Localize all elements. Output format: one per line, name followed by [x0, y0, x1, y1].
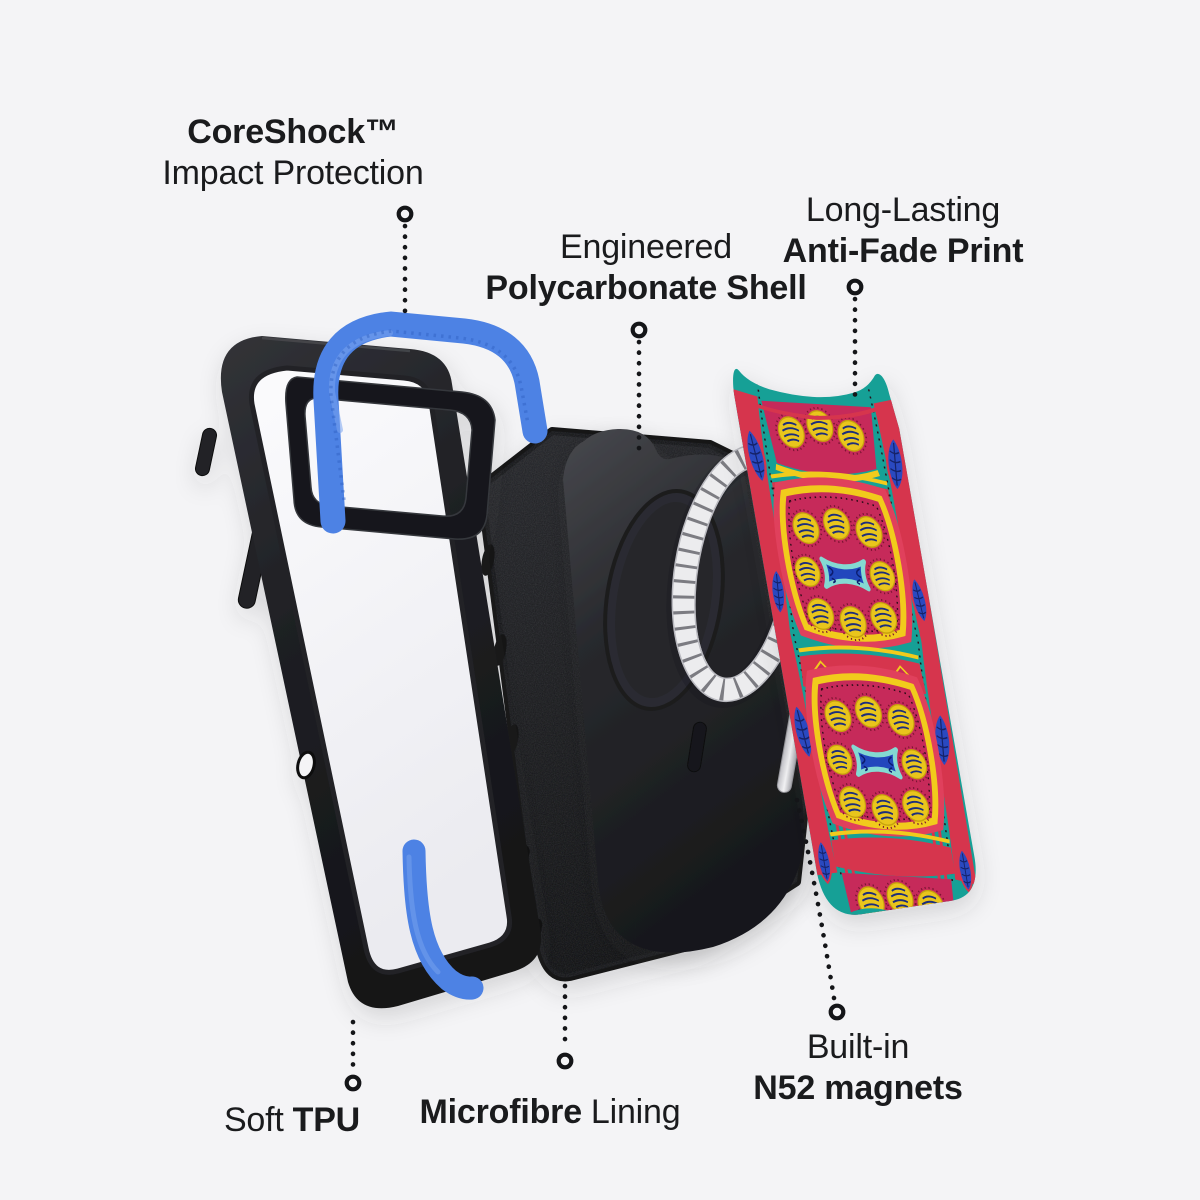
label-microfibre-lining: Microfibre Lining [420, 1092, 681, 1133]
blue-accent-top [313, 311, 548, 534]
lining-button-nub [493, 634, 507, 666]
coreshock-title: CoreShock™ [187, 113, 399, 151]
tpu-subtitle: Soft [223, 1101, 284, 1139]
blue-accent-bottom [402, 839, 484, 1000]
leader-coreshock [396, 205, 414, 321]
print-title: Anti-Fade Print [782, 232, 1024, 270]
action-button [194, 427, 218, 477]
leader-polycarbonate-shell [630, 321, 648, 455]
leader-anti-fade-print [846, 278, 864, 401]
label-soft-tpu: Soft TPU [224, 1100, 360, 1141]
label-anti-fade-print: Long-Lasting Anti-Fade Print [783, 190, 1024, 272]
lining-title: Microfibre [419, 1093, 583, 1131]
magnets-subtitle: Built-in [806, 1028, 910, 1066]
leader-microfibre-lining [556, 983, 574, 1070]
tpu-bumper-frame-part [194, 336, 542, 1009]
lining-button-nub [481, 544, 495, 576]
label-coreshock-impact-protection: CoreShock™ Impact Protection [162, 112, 423, 194]
alignment-slot [687, 721, 707, 773]
leader-soft-tpu [344, 1019, 362, 1092]
print-subtitle: Long-Lasting [805, 191, 1001, 229]
lining-subtitle: Lining [590, 1093, 681, 1131]
label-n52-magnets: Built-in N52 magnets [753, 1027, 963, 1109]
coreshock-subtitle: Impact Protection [162, 154, 424, 192]
tpu-title: TPU [292, 1101, 361, 1139]
label-polycarbonate-shell: Engineered Polycarbonate Shell [485, 227, 806, 309]
leader-n52-magnets [794, 797, 846, 1021]
camera-cutout-ring [284, 376, 496, 540]
shell-subtitle: Engineered [560, 228, 732, 266]
shell-title: Polycarbonate Shell [485, 269, 807, 307]
magnets-title: N52 magnets [753, 1069, 963, 1107]
lanyard-hole [296, 750, 316, 780]
